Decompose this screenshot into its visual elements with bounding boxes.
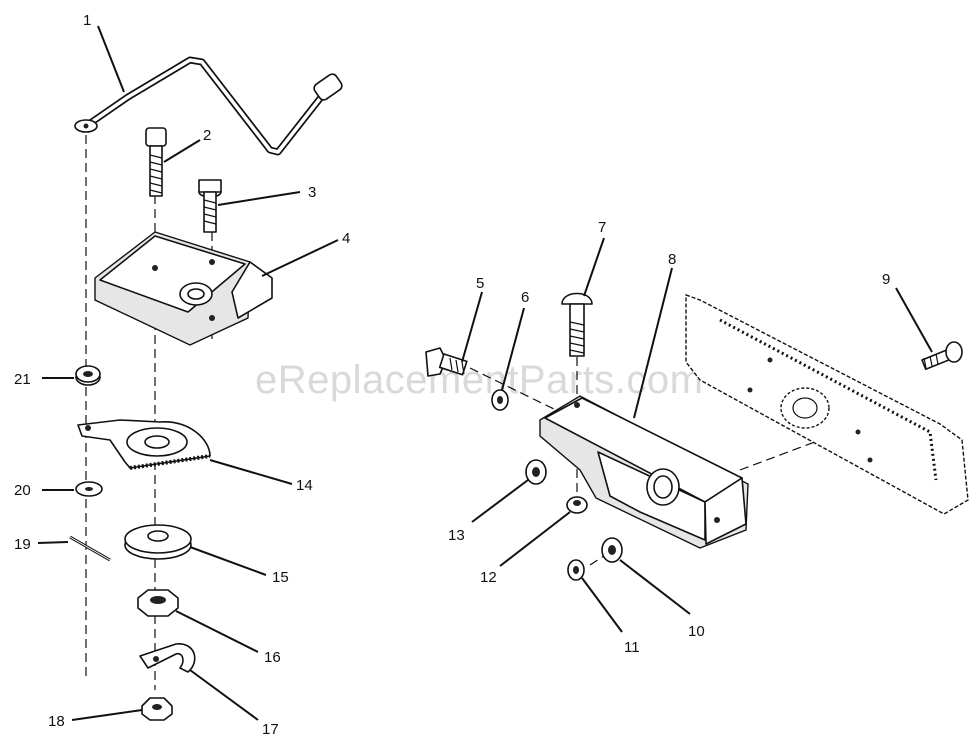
leader-9 <box>895 287 933 353</box>
leader-3 <box>217 191 301 206</box>
leader-7 <box>583 237 605 297</box>
callout-4: 4 <box>342 230 350 247</box>
leader-17 <box>189 669 259 721</box>
part-21-nut <box>75 365 101 386</box>
part-16-hex-nut <box>137 589 179 617</box>
part-4-mount-bracket <box>94 231 273 346</box>
leader-18 <box>71 709 143 721</box>
part-10-nut <box>601 537 623 563</box>
part-20-washer <box>75 481 103 497</box>
callout-1: 1 <box>83 12 91 29</box>
part-9-bolt <box>921 341 963 371</box>
part-14-gear-sector <box>77 419 211 470</box>
part-8-support-bracket <box>539 395 749 549</box>
callout-16: 16 <box>264 649 281 666</box>
part-3-bolt <box>198 179 222 233</box>
leader-1 <box>97 25 125 93</box>
callout-21: 21 <box>14 371 31 388</box>
leader-19 <box>37 541 69 544</box>
part-11-washer <box>567 559 585 581</box>
assembly-line-frame <box>739 439 821 471</box>
callout-17: 17 <box>262 721 279 738</box>
leader-4 <box>261 239 339 277</box>
part-17-clip <box>139 643 196 673</box>
leader-8 <box>633 267 673 419</box>
part-13-nut <box>525 459 547 485</box>
callout-9: 9 <box>882 271 890 288</box>
leader-16 <box>175 610 259 653</box>
callout-11: 11 <box>624 639 640 656</box>
leader-2 <box>163 139 201 163</box>
part-7-carriage-bolt <box>561 292 593 357</box>
part-5-bolt <box>425 347 468 377</box>
leader-12 <box>499 511 571 567</box>
leader-13 <box>471 479 529 523</box>
callout-18: 18 <box>48 713 65 730</box>
leader-6 <box>501 307 525 391</box>
leader-14 <box>209 459 293 485</box>
callout-14: 14 <box>296 477 313 494</box>
callout-2: 2 <box>203 127 211 144</box>
callout-12: 12 <box>480 569 497 586</box>
callout-5: 5 <box>476 275 484 292</box>
callout-19: 19 <box>14 536 31 553</box>
leader-15 <box>189 546 267 576</box>
callout-10: 10 <box>688 623 705 640</box>
assembly-line-bolt5 <box>469 367 561 413</box>
watermark-text: eReplacementParts.com <box>255 358 703 402</box>
callout-8: 8 <box>668 251 676 268</box>
callout-15: 15 <box>272 569 289 586</box>
part-9-frame <box>685 294 969 515</box>
part-1-shift-rod <box>74 56 343 156</box>
part-15-disc <box>124 524 192 560</box>
part-2-bolt <box>145 127 167 197</box>
part-12-nut <box>566 496 588 514</box>
callout-20: 20 <box>14 482 31 499</box>
callout-13: 13 <box>448 527 465 544</box>
part-19-cotter-pin <box>69 535 111 562</box>
part-18-nut <box>141 697 173 721</box>
callout-6: 6 <box>521 289 529 306</box>
leader-5 <box>461 291 483 363</box>
leader-10 <box>619 559 691 615</box>
callout-3: 3 <box>308 184 316 201</box>
leader-11 <box>581 577 623 633</box>
part-6-washer <box>491 389 509 411</box>
callout-7: 7 <box>598 219 606 236</box>
